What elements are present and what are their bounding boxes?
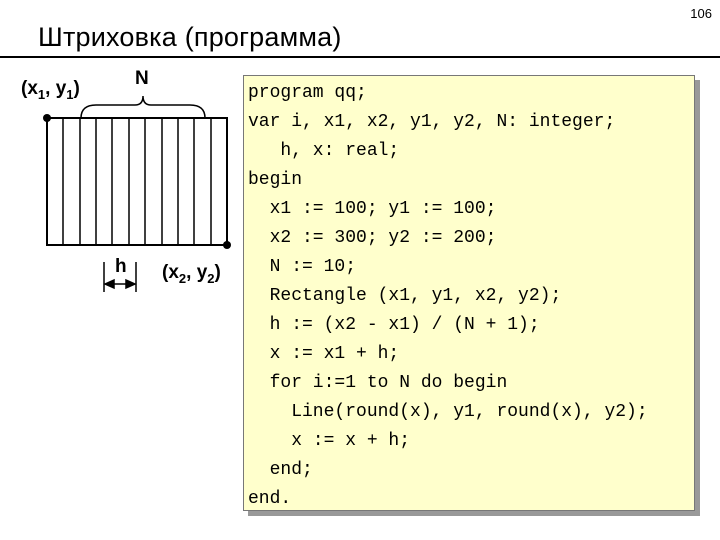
label-n: N xyxy=(135,68,149,89)
slide-number: 106 xyxy=(690,6,712,21)
code-line: h := (x2 - x1) / (N + 1); xyxy=(248,315,540,335)
code-box xyxy=(243,75,695,511)
code-line: N := 10; xyxy=(248,257,357,277)
h-dimension xyxy=(103,262,137,292)
code-line: Line(round(x), y1, round(x), y2); xyxy=(248,402,648,422)
code-line: Rectangle (x1, y1, x2, y2); xyxy=(248,286,562,306)
code-line: h, x: real; xyxy=(248,141,400,161)
title-underline xyxy=(0,56,720,58)
code-line: x := x1 + h; xyxy=(248,344,400,364)
code-line: x := x + h; xyxy=(248,431,411,451)
code-line: var i, x1, x2, y1, y2, N: integer; xyxy=(248,112,616,132)
rectangle-outline xyxy=(46,117,228,246)
code-line: x2 := 300; y2 := 200; xyxy=(248,228,497,248)
code-line: end. xyxy=(248,489,292,509)
point-label-x1-y1: (x1, y1) xyxy=(21,78,80,102)
bottom-right-point xyxy=(223,241,231,249)
code-line: for i:=1 to N do begin xyxy=(248,373,508,393)
point-label-x2-y2: (x2, y2) xyxy=(162,262,221,286)
code-line: program qq; xyxy=(248,83,367,103)
label-h: h xyxy=(115,256,127,277)
top-left-point xyxy=(43,114,51,122)
page-title: Штриховка (программа) xyxy=(38,22,342,52)
program-code: program qq; var i, x1, x2, y1, y2, N: int… xyxy=(248,79,648,514)
n-brace xyxy=(80,95,206,119)
code-line: x1 := 100; y1 := 100; xyxy=(248,199,497,219)
code-line: end; xyxy=(248,460,313,480)
code-line: begin xyxy=(248,170,303,190)
